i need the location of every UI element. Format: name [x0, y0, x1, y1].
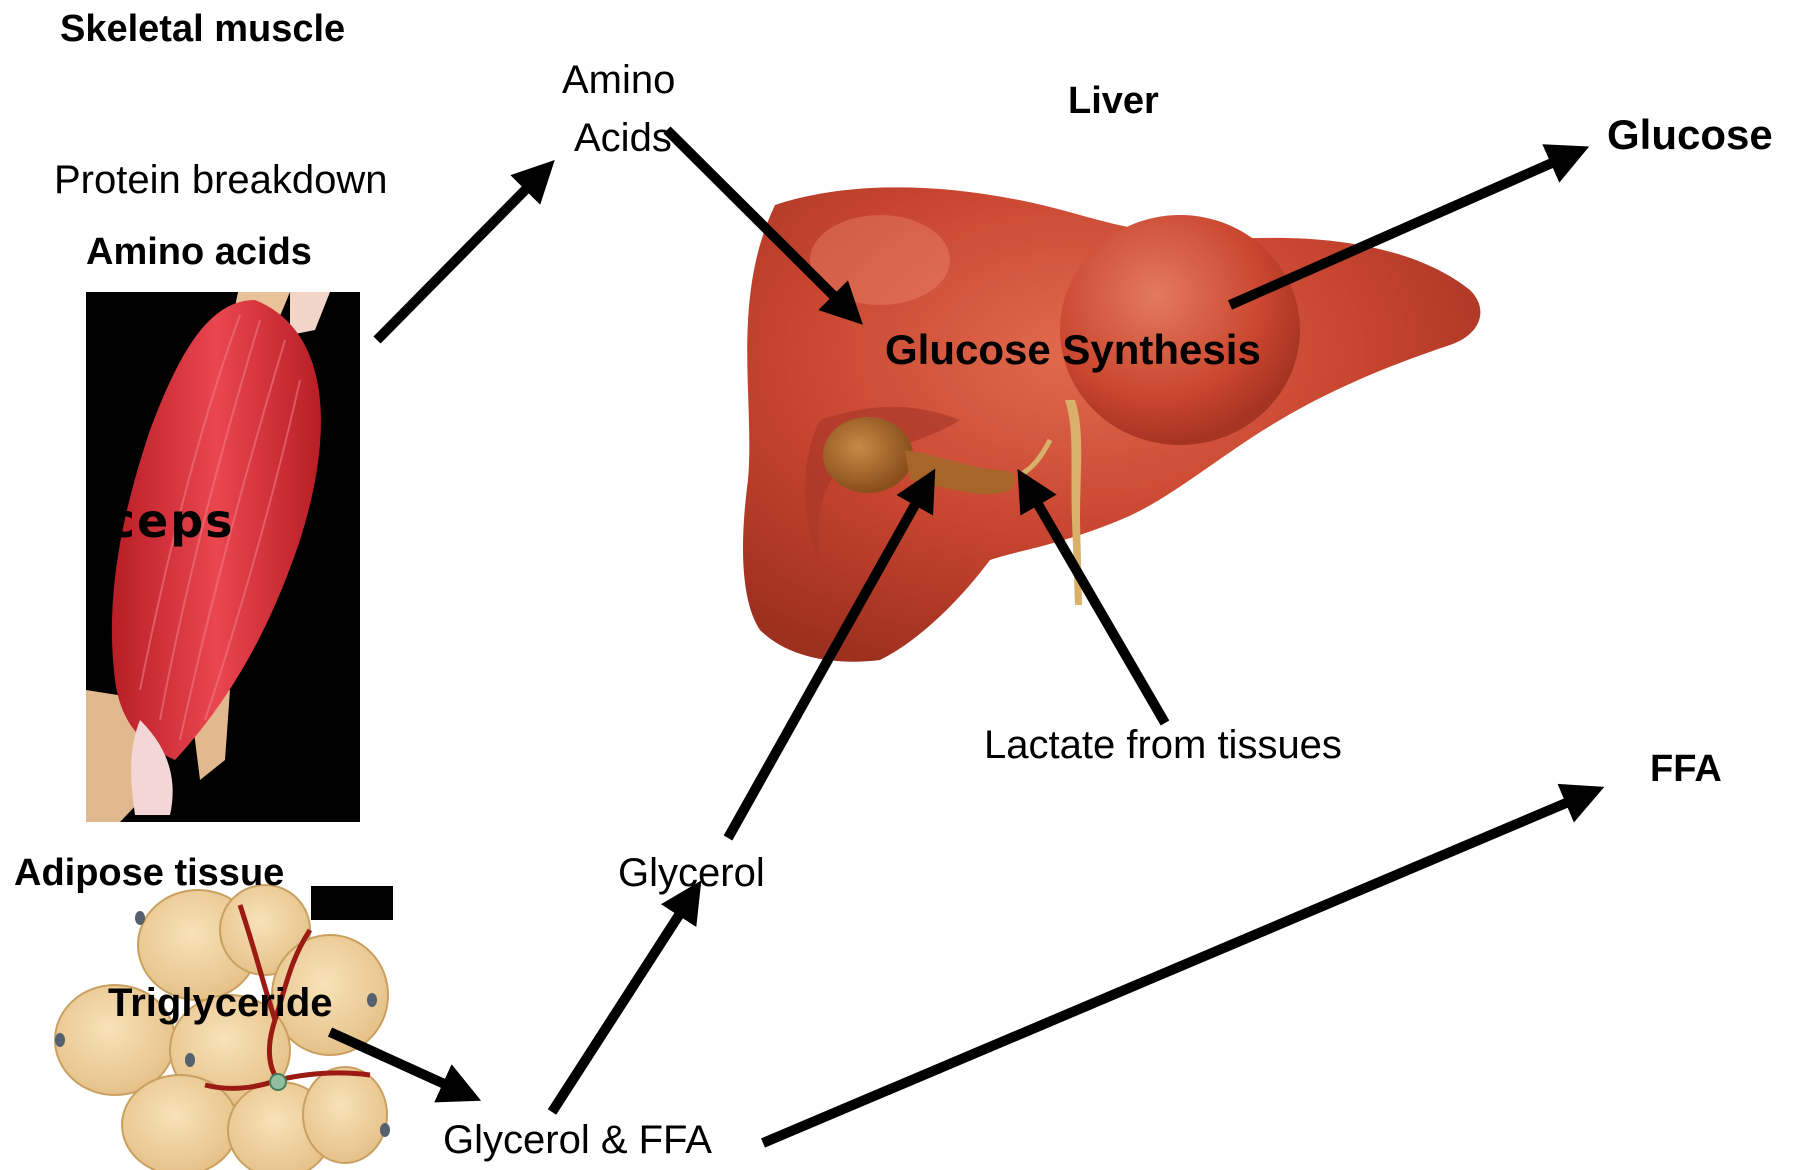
- label-glucose-synthesis: Glucose Synthesis: [885, 329, 1261, 371]
- label-amino: Amino: [562, 60, 675, 100]
- fat-cell: [303, 1067, 387, 1163]
- label-triglyceride: Triglyceride: [108, 983, 333, 1023]
- label-liver: Liver: [1068, 82, 1159, 120]
- capillary-node: [270, 1074, 286, 1090]
- label-protein-breakdown: Protein breakdown: [54, 160, 388, 200]
- label-lactate-from-tissues: Lactate from tissues: [984, 725, 1342, 765]
- gallbladder: [823, 417, 913, 493]
- label-adipose-tissue: Adipose tissue: [14, 854, 284, 892]
- adipose-tissue-image: [55, 885, 390, 1170]
- arrow-glycerol-ffa-to-ffa: [763, 795, 1585, 1143]
- arrow-muscle-to-amino-acids: [377, 175, 540, 340]
- liver-image: [743, 187, 1480, 661]
- muscle-image-word: iceps: [90, 498, 235, 544]
- arrow-glycerol-ffa-to-glycerol: [552, 898, 690, 1112]
- label-glycerol-and-ffa: Glycerol & FFA: [443, 1120, 712, 1160]
- biceps-muscle-image: [86, 292, 360, 822]
- label-amino-acids-muscle: Amino acids: [86, 233, 312, 271]
- redaction-bar: [311, 886, 393, 920]
- label-glucose: Glucose: [1607, 114, 1773, 156]
- label-glycerol: Glycerol: [618, 853, 765, 893]
- label-ffa: FFA: [1650, 750, 1722, 788]
- label-acids: Acids: [574, 118, 672, 158]
- label-skeletal-muscle: Skeletal muscle: [60, 10, 345, 48]
